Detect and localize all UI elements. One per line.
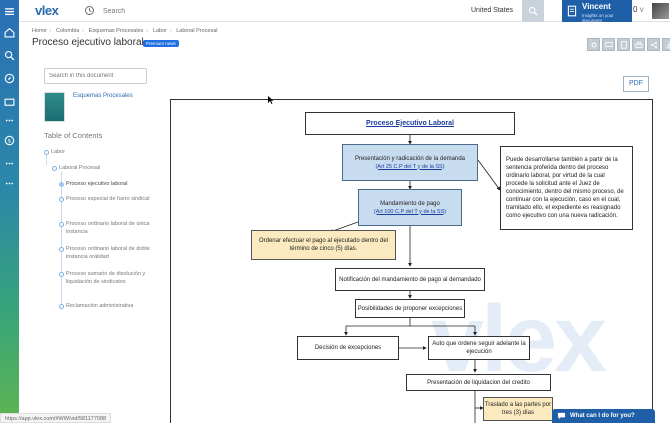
vincent-title: Vincent — [582, 2, 611, 11]
share-tool-button[interactable] — [647, 38, 660, 51]
settings-tool-button[interactable] — [587, 38, 600, 51]
gear-icon — [591, 42, 597, 48]
chat-bubble-icon — [557, 412, 566, 420]
flow-notification: Notificación del mandamiento de pago al … — [335, 268, 485, 291]
toc-item-laboral-procesal[interactable]: Laboral Procesal — [59, 165, 101, 171]
pdf-button[interactable]: PDF — [623, 76, 649, 92]
vincent-subtitle: Insights on your document — [582, 13, 614, 23]
compass-icon[interactable] — [4, 73, 15, 84]
breadcrumb-colombia[interactable]: Colombia — [56, 28, 80, 34]
breadcrumb-laboral-procesal[interactable]: Laboral Procesal — [176, 28, 218, 34]
dollar-icon[interactable]: $ — [4, 135, 15, 146]
book-cover[interactable] — [44, 92, 65, 122]
vincent-button[interactable]: Vincent Insights on your document — [562, 0, 632, 23]
flow-note: Puede desarrollarse también a partir de … — [500, 146, 633, 230]
search-button-icon — [528, 6, 538, 16]
credits-icon: V — [639, 8, 644, 14]
toc-item-sindicatos[interactable]: Proceso sumario de disolución y liquidac… — [66, 271, 146, 285]
download-tool-button[interactable] — [662, 38, 670, 51]
status-url: https://app.vlex.com/#WW/vid/581177088 — [0, 413, 112, 423]
top-bar: vlex United States Vincent Insights on y… — [19, 0, 670, 23]
flow-step-mandamiento-ref[interactable]: (Art 100 C.P del T y de la SS) — [373, 208, 447, 215]
svg-text:$: $ — [8, 139, 12, 145]
flow-liquidation: Presentación de liquidacion del credito — [406, 374, 551, 391]
toc-item-labor[interactable]: Labor — [51, 149, 66, 155]
more-icon[interactable] — [4, 115, 15, 126]
document-ai-icon — [567, 5, 577, 17]
breadcrumb-separator: › — [169, 28, 172, 34]
flow-auto: Auto que ordene seguir adelante la ejecu… — [428, 336, 530, 360]
global-search-input[interactable] — [103, 3, 453, 19]
avatar[interactable] — [652, 3, 669, 19]
flow-decision: Decisión de excepciones — [297, 336, 399, 360]
toc-bullet — [59, 272, 64, 277]
toc-item-fuero-sindical[interactable]: Proceso especial de fuero sindical — [66, 196, 150, 202]
country-select-value: United States — [471, 7, 514, 14]
print-tool-button[interactable] — [632, 38, 645, 51]
flow-title: Proceso Ejecutivo Laboral — [305, 112, 515, 135]
breadcrumb-home[interactable]: Home — [32, 28, 47, 34]
toc-item-reclamacion[interactable]: Reclamación administrativa — [66, 303, 134, 309]
search-button[interactable] — [522, 0, 544, 22]
vlex-logo[interactable]: vlex — [35, 3, 59, 18]
flow-step-demanda-text: Presentación y radicación de la demanda — [354, 155, 466, 162]
flow-traslado: Traslado a las partes por tres (3) días — [483, 397, 553, 421]
flow-order-payment: Ordenar efectuar el pago al ejecutado de… — [251, 230, 396, 260]
flow-step-demanda: Presentación y radicación de la demanda … — [342, 144, 478, 181]
more-icon-3[interactable] — [4, 178, 15, 189]
toc-bullet — [52, 166, 57, 171]
breadcrumb-separator: › — [146, 28, 149, 34]
print-icon — [635, 41, 643, 48]
breadcrumb-separator: › — [49, 28, 52, 34]
toc-heading: Table of Contents — [44, 131, 103, 140]
toc-item-unica-instancia[interactable]: Proceso ordinario laboral de única insta… — [66, 221, 150, 235]
flow-exceptions: Posibilidades de proponer excepciones — [355, 299, 465, 318]
menu-icon[interactable] — [4, 6, 15, 17]
toc-item-proceso-ejecutivo[interactable]: Proceso ejecutivo laboral — [66, 181, 128, 187]
breadcrumb-labor[interactable]: Labor — [152, 28, 167, 34]
country-select[interactable]: United States — [471, 3, 536, 19]
toc-bullet — [59, 222, 64, 227]
history-icon[interactable] — [84, 5, 95, 16]
toc-bullet — [59, 197, 64, 202]
chat-assistant-button[interactable]: What can I do for you? — [552, 409, 655, 423]
book-title-link[interactable]: Esquemas Procesales — [73, 93, 133, 99]
breadcrumb-esquemas[interactable]: Esquemas Procesales — [88, 28, 144, 34]
chat-assistant-label: What can I do for you? — [570, 413, 635, 419]
breadcrumb-separator: › — [82, 28, 85, 34]
breadcrumb: Home› Colombia› Esquemas Procesales› Lab… — [32, 28, 218, 34]
present-tool-button[interactable] — [602, 38, 615, 51]
more-icon-2[interactable] — [4, 158, 15, 169]
chat-icon[interactable] — [4, 97, 15, 108]
premium-badge: Premium news — [143, 40, 179, 47]
download-icon — [666, 41, 670, 49]
document-search-input[interactable] — [44, 68, 147, 84]
toc-bullet — [44, 150, 49, 155]
credits-counter[interactable]: 0 V — [633, 5, 644, 14]
left-nav-rail: $ — [0, 0, 19, 423]
toc-bullet — [59, 247, 64, 252]
screen-icon — [605, 42, 613, 47]
flow-step-mandamiento-text: Mandamiento de pago — [380, 200, 440, 207]
page-title: Proceso ejecutivo laboral — [32, 37, 144, 48]
document-tool-button[interactable] — [617, 38, 630, 51]
toc-connector — [61, 172, 62, 310]
share-icon — [651, 42, 657, 48]
toc-connector — [46, 155, 47, 165]
toc-bullet — [59, 304, 64, 309]
mouse-cursor — [268, 96, 274, 104]
search-icon[interactable] — [4, 50, 15, 61]
flow-step-demanda-ref[interactable]: (Art 25 C.P del T y de la SS) — [375, 163, 445, 170]
toc-bullet-active — [59, 182, 64, 187]
home-icon[interactable] — [4, 27, 15, 38]
page-icon — [621, 41, 627, 49]
credits-value: 0 — [633, 5, 638, 14]
toc-item-doble-instancia[interactable]: Proceso ordinario laboral de doble insta… — [66, 246, 150, 260]
flow-step-mandamiento: Mandamiento de pago (Art 100 C.P del T y… — [358, 189, 462, 226]
